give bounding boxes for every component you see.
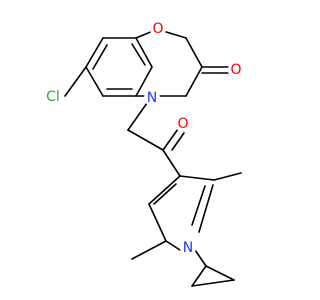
bond	[148, 175, 181, 205]
ketone-oxygen-label: O	[177, 116, 188, 132]
bond	[131, 240, 167, 260]
atom-labels: Cl O O N O N	[42, 21, 244, 256]
pyrrole-nitrogen-label: N	[183, 240, 193, 256]
bond	[153, 183, 177, 205]
bond	[162, 128, 179, 151]
bond	[191, 185, 206, 226]
bond	[162, 30, 187, 39]
bond	[179, 175, 215, 181]
bond	[127, 129, 164, 151]
bond	[85, 37, 104, 68]
ring-oxygen-label: O	[152, 21, 163, 37]
bond	[85, 66, 104, 97]
bond	[185, 66, 203, 97]
bond-lines	[64, 30, 242, 287]
bond	[191, 279, 235, 287]
bond	[135, 37, 153, 68]
bond	[205, 265, 235, 281]
bond	[185, 37, 203, 68]
bond	[64, 66, 87, 97]
molecule-diagram: Cl O O N O N	[42, 21, 244, 287]
bond	[92, 44, 108, 70]
bond	[131, 43, 146, 66]
bond	[148, 203, 167, 242]
chlorine-atom-label: Cl	[46, 89, 60, 105]
bond	[198, 184, 214, 233]
bond	[191, 265, 207, 287]
bond	[162, 149, 181, 177]
bond	[194, 249, 207, 267]
lactam-oxygen-label: O	[230, 62, 241, 78]
bond	[171, 132, 185, 151]
bond	[135, 66, 153, 97]
lactam-nitrogen-label: N	[147, 90, 157, 106]
bond	[165, 240, 181, 251]
bond	[213, 172, 242, 181]
bond	[135, 30, 154, 39]
